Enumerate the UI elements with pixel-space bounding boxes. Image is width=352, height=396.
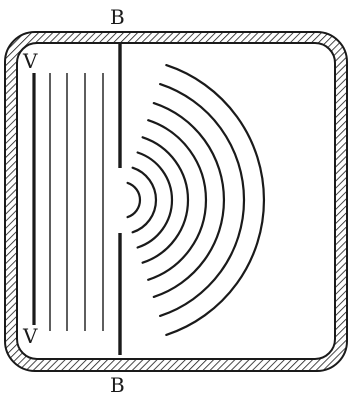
ripple-tank: [5, 32, 347, 371]
barrier-top-label: B: [110, 5, 125, 29]
source-bottom-label: V: [22, 324, 38, 348]
barrier-bottom-label: B: [110, 373, 125, 396]
source-top-label: V: [22, 49, 38, 73]
